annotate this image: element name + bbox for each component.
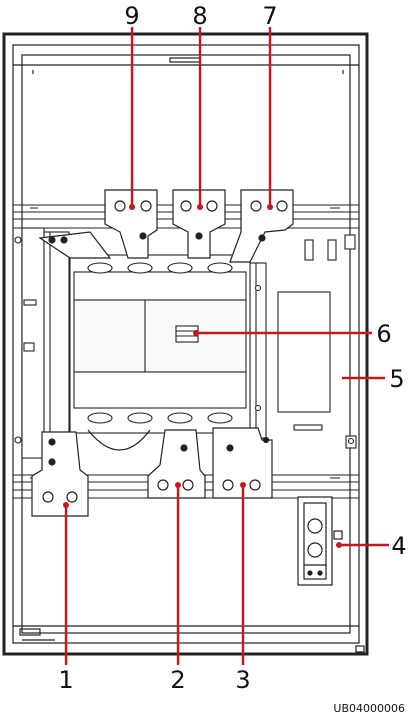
monitoring-panel [277, 291, 331, 431]
left-bracket [14, 227, 70, 461]
connector-block [297, 496, 343, 586]
callout-8: 8 [192, 2, 207, 30]
leader-dots [63, 204, 342, 548]
callout-5: 5 [389, 365, 404, 393]
top-busbars [38, 189, 294, 263]
bottom-busbars [31, 427, 273, 517]
callout-4: 4 [391, 532, 406, 560]
cabinet-frame [2, 32, 369, 656]
callout-3: 3 [235, 666, 250, 694]
callout-7: 7 [262, 2, 277, 30]
callout-6: 6 [376, 320, 391, 348]
figure-code: UB04000006 [333, 702, 405, 715]
right-bracket [249, 234, 357, 449]
leader-lines [64, 27, 389, 665]
callout-9: 9 [124, 2, 139, 30]
callout-2: 2 [170, 666, 185, 694]
callout-1: 1 [58, 666, 73, 694]
circuit-breaker [69, 254, 251, 434]
